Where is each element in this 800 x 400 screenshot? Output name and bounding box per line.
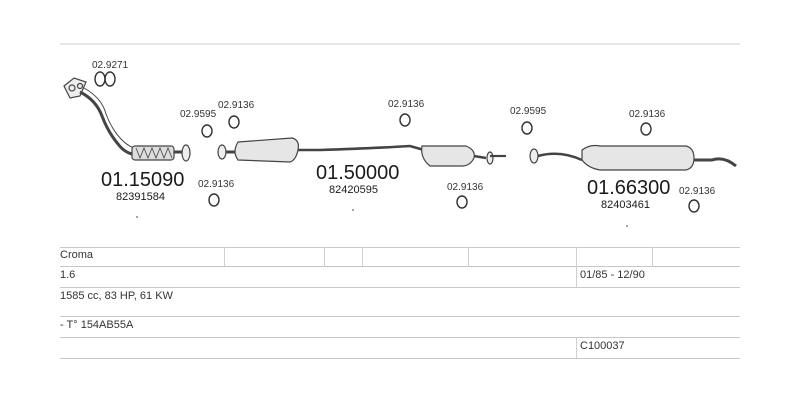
dot-mark <box>136 216 138 218</box>
fitting-f2-label: 02.9595 <box>180 109 217 120</box>
fitting-f1-icon[interactable] <box>94 71 116 87</box>
table-col-sep <box>652 247 653 266</box>
rear-silencer-number: 01.66300 <box>587 177 670 199</box>
fitting-f9-icon[interactable] <box>688 199 700 213</box>
engine-spec: 1585 cc, 83 HP, 61 KW <box>60 290 173 302</box>
table-col-sep <box>324 247 325 266</box>
fitting-f5-icon[interactable] <box>399 113 411 127</box>
front-pipe-part[interactable] <box>63 77 191 162</box>
fitting-f8-label: 02.9136 <box>629 109 666 120</box>
table-rule <box>60 316 740 317</box>
rear-silencer-oem: 82403461 <box>601 199 650 211</box>
middle-silencer-oem: 82420595 <box>329 184 378 196</box>
catalog-code: C100037 <box>580 340 625 352</box>
table-col-sep <box>576 337 577 358</box>
table-rule <box>60 266 740 267</box>
table-rule <box>60 358 740 359</box>
fitting-f9-label: 02.9136 <box>679 186 716 197</box>
table-col-sep <box>362 247 363 266</box>
fitting-f8-icon[interactable] <box>640 122 652 136</box>
fitting-f1-label: 02.9271 <box>92 60 129 71</box>
table-rule <box>60 287 740 288</box>
fitting-f4-label: 02.9136 <box>198 179 235 190</box>
fitting-f2-icon[interactable] <box>201 124 213 138</box>
fitting-f4-icon[interactable] <box>208 193 220 207</box>
production-dates: 01/85 - 12/90 <box>580 269 645 281</box>
front-pipe-oem: 82391584 <box>116 191 165 203</box>
fitting-f3-icon[interactable] <box>228 115 240 129</box>
dot-mark <box>626 225 628 227</box>
model-name: Croma <box>60 249 94 261</box>
engine-size: 1.6 <box>60 269 76 281</box>
middle-silencer-part[interactable] <box>217 137 506 167</box>
fitting-f3-label: 02.9136 <box>218 100 255 111</box>
front-pipe-number: 01.15090 <box>101 169 184 191</box>
fitting-f6-icon[interactable] <box>456 195 468 209</box>
table-col-sep <box>576 266 577 287</box>
fitting-f5-label: 02.9136 <box>388 99 425 110</box>
table-col-sep <box>576 247 577 266</box>
table-col-sep <box>224 247 225 266</box>
table-rule <box>60 337 740 338</box>
table-col-sep <box>468 247 469 266</box>
table-rule <box>60 247 740 248</box>
dot-mark <box>352 209 354 211</box>
fitting-f7-icon[interactable] <box>521 121 533 135</box>
middle-silencer-number: 01.50000 <box>316 162 399 184</box>
rear-silencer-part[interactable] <box>529 144 737 171</box>
fitting-f6-label: 02.9136 <box>447 182 484 193</box>
engine-code: - T° 154AB55A <box>60 319 134 331</box>
fitting-f7-label: 02.9595 <box>510 106 547 117</box>
